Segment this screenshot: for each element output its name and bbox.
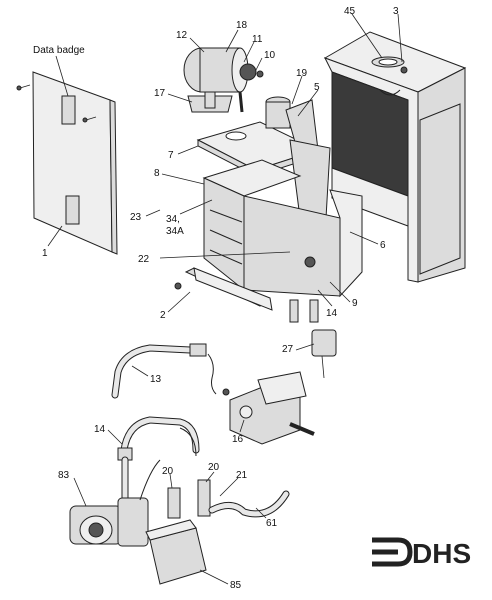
label-61: 61 bbox=[266, 518, 278, 529]
return-pipe bbox=[117, 416, 200, 504]
label-12: 12 bbox=[176, 30, 188, 41]
front-cover-panel bbox=[32, 71, 118, 255]
label-45: 45 bbox=[344, 6, 356, 17]
boiler-casing bbox=[323, 31, 467, 283]
label-21: 21 bbox=[236, 470, 248, 481]
label-8: 8 bbox=[154, 168, 160, 179]
label-6: 6 bbox=[380, 240, 386, 251]
data-badge-plate bbox=[61, 95, 76, 125]
label-83: 83 bbox=[58, 470, 70, 481]
label-18: 18 bbox=[236, 20, 248, 31]
diverter-valve bbox=[139, 427, 290, 585]
label-16: 16 bbox=[232, 434, 244, 445]
label-27: 27 bbox=[282, 344, 294, 355]
circulating-pump bbox=[69, 497, 149, 547]
dhs-logo: DHS bbox=[372, 537, 471, 569]
label-17: 17 bbox=[154, 88, 166, 99]
label-20-left: 20 bbox=[162, 466, 174, 477]
fan-assembly bbox=[183, 47, 264, 113]
callout-labels: Data badge 1 2 3 5 6 7 8 9 10 11 12 13 1… bbox=[33, 6, 399, 591]
gas-pipe bbox=[111, 343, 217, 399]
condensate-trap bbox=[311, 329, 337, 379]
label-3: 3 bbox=[393, 6, 399, 17]
gas-valve bbox=[222, 371, 315, 445]
label-22: 22 bbox=[138, 254, 150, 265]
label-23: 23 bbox=[130, 212, 142, 223]
label-1: 1 bbox=[42, 248, 48, 259]
label-85: 85 bbox=[230, 580, 242, 591]
label-34a: 34A bbox=[166, 226, 184, 237]
combustion-chamber-top bbox=[196, 96, 331, 219]
label-13: 13 bbox=[150, 374, 162, 385]
label-19: 19 bbox=[296, 68, 308, 79]
heat-exchanger bbox=[202, 159, 363, 323]
label-data-badge: Data badge bbox=[33, 45, 85, 56]
leader-lines bbox=[47, 13, 403, 585]
label-5: 5 bbox=[314, 82, 320, 93]
label-10: 10 bbox=[264, 50, 276, 61]
label-2: 2 bbox=[160, 310, 166, 321]
label-11: 11 bbox=[252, 34, 263, 45]
label-34: 34, bbox=[166, 214, 180, 225]
logo-text: DHS bbox=[412, 538, 471, 569]
label-7: 7 bbox=[168, 150, 174, 161]
label-9: 9 bbox=[352, 298, 358, 309]
label-14-exchanger: 14 bbox=[326, 308, 338, 319]
cover-screws bbox=[16, 84, 97, 123]
label-14-pipe: 14 bbox=[94, 424, 106, 435]
burner-bar bbox=[174, 267, 273, 311]
label-20-right: 20 bbox=[208, 462, 220, 473]
